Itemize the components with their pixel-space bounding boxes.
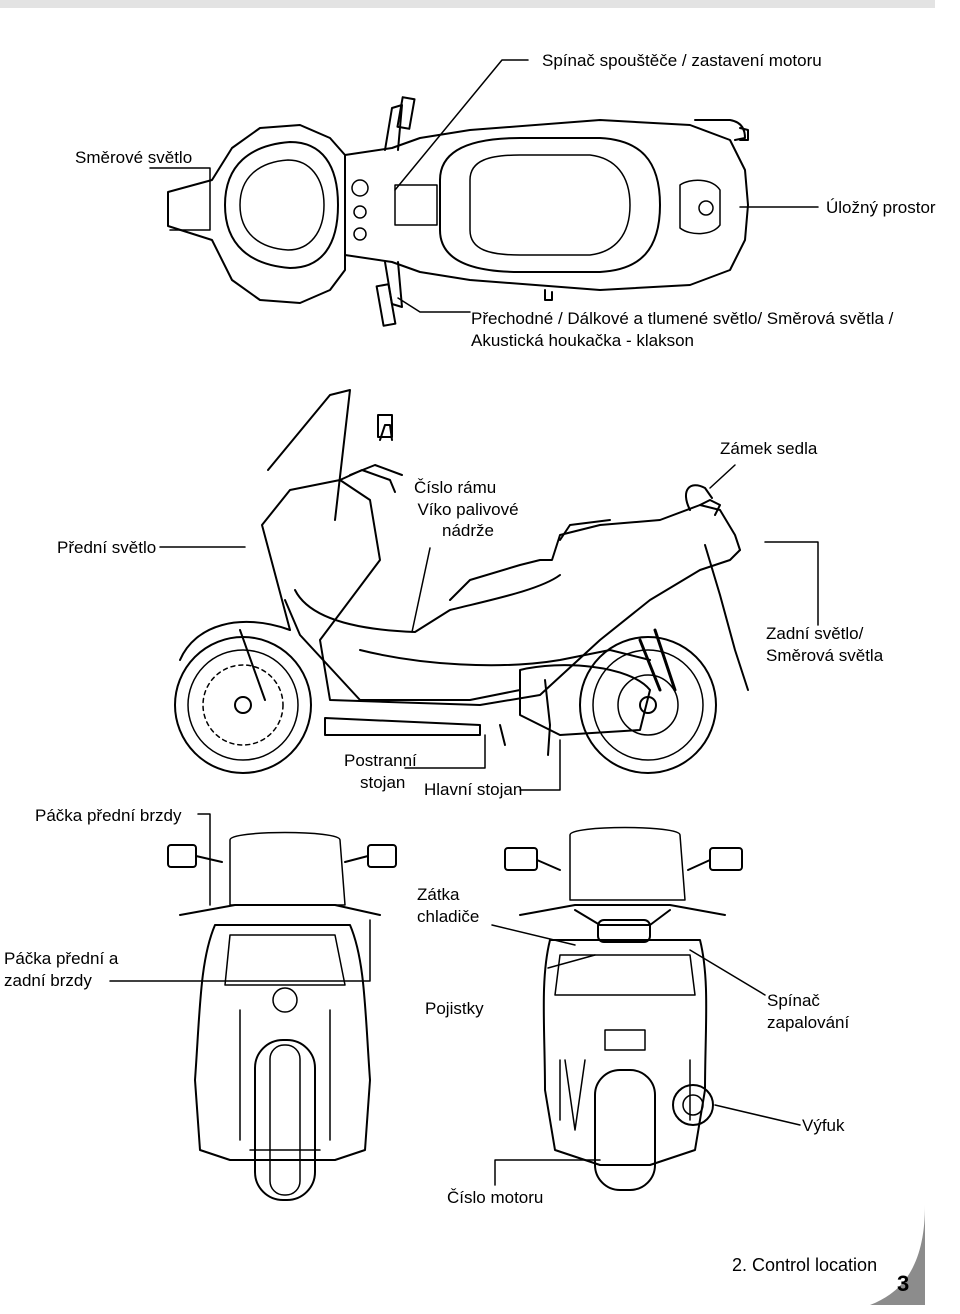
scooter-side-view <box>174 389 749 774</box>
section-title: 2. Control location <box>732 1255 878 1275</box>
label-taillight-2: Směrová světla <box>766 646 884 665</box>
scooter-front-view <box>167 831 397 1201</box>
label-side-stand-2: stojan <box>360 773 406 792</box>
label-muffler: Výfuk <box>802 1116 845 1135</box>
label-frame-number: Číslo rámu <box>414 478 497 497</box>
rear-view-leaders <box>491 924 801 1186</box>
label-radiator-cap-2: chladiče <box>417 907 480 926</box>
side-view-leaders <box>159 464 819 791</box>
label-ignition-switch-1: Spínač <box>767 991 820 1010</box>
label-light-switches-1: Přechodné / Dálkové a tlumené světlo/ Sm… <box>471 309 894 328</box>
label-ignition-switch-2: zapalování <box>767 1013 850 1032</box>
label-taillight-1: Zadní světlo/ <box>766 624 864 643</box>
label-main-stand: Hlavní stojan <box>424 780 523 799</box>
page-number: 3 <box>897 1271 910 1296</box>
label-engine-number: Číslo motoru <box>447 1188 544 1207</box>
header-rule <box>0 0 935 8</box>
label-side-stand-1: Postranní <box>344 751 417 770</box>
label-radiator-cap-1: Zátka <box>417 885 460 904</box>
label-front-brake-lever: Páčka přední brzdy <box>35 806 182 825</box>
label-storage: Úložný prostor <box>826 198 936 217</box>
label-headlight: Přední světlo <box>57 538 157 557</box>
page-curl <box>870 1205 925 1305</box>
scooter-rear-view <box>504 826 743 1191</box>
label-seat-lock: Zámek sedla <box>720 439 818 458</box>
scooter-top-view <box>167 96 749 327</box>
label-turn-signal: Směrové světlo <box>75 148 193 167</box>
label-brake-levers-2: zadní brzdy <box>4 971 92 990</box>
label-fuses: Pojistky <box>425 999 484 1018</box>
label-fuel-cap-1: Víko palivové <box>417 500 519 519</box>
label-start-stop-switch: Spínač spouštěče / zastavení motoru <box>542 51 822 70</box>
label-brake-levers-1: Páčka přední a <box>4 949 119 968</box>
label-light-switches-2: Akustická houkačka - klakson <box>471 331 694 350</box>
front-view-leaders <box>109 813 371 982</box>
top-view-leaders <box>149 59 819 313</box>
label-fuel-cap-2: nádrže <box>442 521 494 540</box>
